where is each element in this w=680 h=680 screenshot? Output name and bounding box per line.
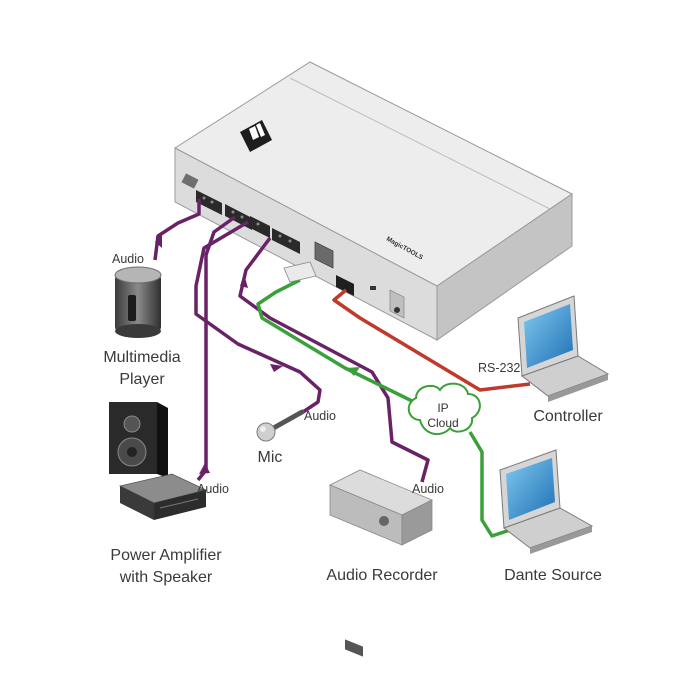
speaker-icon	[109, 402, 168, 478]
controller-laptop-icon	[517, 295, 610, 402]
power-amplifier-label-1: Power Amplifier	[110, 547, 222, 564]
audio-recorder-label: Audio Recorder	[326, 567, 438, 584]
device-side-panel	[436, 193, 573, 341]
power-jack	[394, 307, 400, 313]
cable-audio-player	[153, 199, 201, 261]
kramer-logo	[240, 120, 272, 152]
ip-cloud-label-2: Cloud	[427, 416, 458, 430]
dante-source-label: Dante Source	[504, 567, 602, 584]
network-connector	[283, 261, 317, 283]
cable-network-dante	[468, 431, 517, 538]
multimedia-player-label-2: Player	[119, 371, 165, 388]
ip-cloud-label-1: IP	[437, 401, 448, 415]
power-amplifier-label-2: with Speaker	[119, 569, 213, 586]
mic-label: Mic	[258, 449, 283, 466]
device-top-seam	[289, 77, 553, 211]
audio-label-mic: Audio	[304, 409, 336, 423]
ethernet-port	[314, 241, 334, 269]
cable-audio-mic	[194, 220, 322, 416]
multimedia-player-icon	[114, 266, 162, 338]
arrow-audio-recorder	[240, 274, 248, 288]
rs232-terminal	[336, 275, 354, 296]
usb-port	[370, 286, 376, 290]
controller-label: Controller	[533, 408, 603, 425]
arrow-network	[346, 367, 360, 376]
power-amplifier-icon	[118, 473, 208, 520]
arrow-audio-mic	[270, 364, 283, 372]
audio-recorder-icon	[329, 469, 433, 657]
rs232-label: RS-232	[478, 361, 520, 375]
cable-rs232	[332, 288, 531, 392]
dante-source-laptop-icon	[499, 449, 594, 554]
cable-network	[256, 278, 421, 406]
arrow-audio-amp	[199, 463, 210, 474]
ip-cloud: IP Cloud	[407, 382, 481, 436]
audio-label-player: Audio	[112, 252, 144, 266]
audio-label-amp: Audio	[197, 482, 229, 496]
multimedia-player-label-1: Multimedia	[103, 349, 180, 366]
audio-label-recorder: Audio	[412, 482, 444, 496]
main-device: MagicTOOLS	[174, 61, 573, 341]
arrow-audio-player	[155, 233, 162, 248]
power-port	[389, 289, 405, 319]
mic-icon	[256, 409, 305, 442]
dip-switch	[181, 173, 199, 189]
